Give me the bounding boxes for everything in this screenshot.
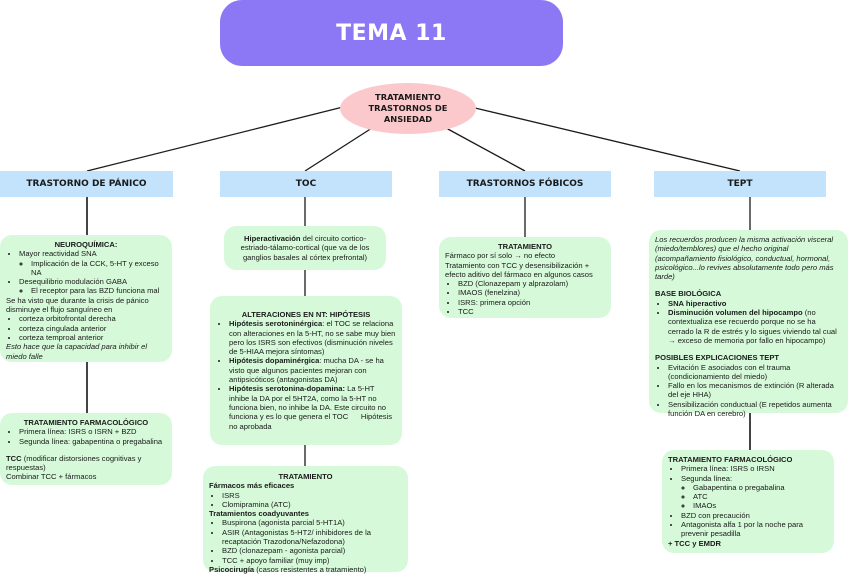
box-heading: TRATAMIENTO: [498, 242, 552, 251]
tcc-note: TCC (modificar distorsiones cognitivas y…: [6, 453, 142, 473]
connector-root-fobicos: [445, 127, 526, 172]
list-item: corteza cingulada anterior: [19, 324, 166, 333]
list-item: Antagonista alfa 1 por la noche para pre…: [681, 520, 828, 539]
category-label: TEPT: [727, 179, 753, 189]
box-text: Hiperactivación del circuito cortico-est…: [240, 234, 370, 262]
box-heading: BASE BIOLÓGICA: [655, 289, 722, 299]
list-item: TCC + apoyo familiar (muy imp): [222, 556, 402, 565]
list-item: Segunda línea: gabapentina o pregabalina: [19, 437, 166, 446]
fobicos-treatment-box: TRATAMIENTO Fármaco por sí solo → no efe…: [439, 237, 611, 318]
psychosurgery-note: Psicocirugía (casos resistentes a tratam…: [209, 564, 367, 574]
toc-treatment-box: TRATAMIENTO Fármacos más eficaces ISRS C…: [203, 466, 408, 574]
box-heading: TRATAMIENTO FARMACOLÓGICO: [668, 455, 793, 464]
list-subitem: El receptor para las BZD funciona mal: [31, 286, 166, 295]
list-subitem: ATC: [693, 492, 828, 501]
tept-treatment-box: TRATAMIENTO FARMACOLÓGICO Primera línea:…: [662, 450, 834, 553]
category-label: TRASTORNO DE PÁNICO: [26, 179, 147, 189]
panico-neuro-box: NEUROQUÍMICA: Mayor reactividad SNA Impl…: [0, 235, 172, 362]
box-conclusion: Esto hace que la capacidad para inhibir …: [6, 342, 147, 361]
list-item: Desequilibrio modulación GABA El recepto…: [19, 277, 166, 296]
list-item: ISRS: [222, 491, 402, 500]
list-item: IMAOS (fenelzina): [458, 288, 605, 297]
combine-note: Combinar TCC + fármacos: [6, 472, 97, 482]
page-title: TEMA 11: [336, 20, 447, 46]
group-heading: Fármacos más eficaces: [209, 481, 295, 491]
list-subitem: Implicación de la CCK, 5-HT y exceso NA: [31, 259, 166, 278]
list-item: ISRS: primera opción: [458, 298, 605, 307]
list-item: Hipótesis serotonina-dopamina: La 5-HT i…: [229, 384, 396, 430]
box-line: Tratamiento con TCC y desensibilización …: [445, 260, 593, 279]
list-item: corteza orbitofrontal derecha: [19, 314, 166, 323]
box-heading: ALTERACIONES EN NT: HIPÓTESIS: [241, 310, 371, 319]
box-line: Fármaco por sí solo → no efecto: [445, 251, 556, 261]
list-item: BZD (clonazepam - agonista parcial): [222, 546, 402, 555]
list-item: Disminución volumen del hipocampo (no co…: [668, 308, 842, 345]
box-heading: POSIBLES EXPLICACIONES TEPT: [655, 353, 780, 363]
list-item: ASIR (Antagonistas 5-HT2/ inhibidores de…: [222, 528, 402, 547]
box-heading: NEUROQUÍMICA:: [54, 240, 118, 249]
list-item: Clomipramina (ATC): [222, 500, 402, 509]
root-line-2: TRASTORNOS DE: [368, 103, 448, 113]
root-line-3: ANSIEDAD: [383, 114, 433, 124]
panico-treatment-box: TRATAMIENTO FARMACOLÓGICO Primera línea:…: [0, 413, 172, 485]
toc-hyper-box: Hiperactivación del circuito cortico-est…: [224, 226, 386, 270]
list-item: Hipótesis dopaminérgica: mucha DA - se h…: [229, 356, 396, 384]
box-heading: TRATAMIENTO FARMACOLÓGICO: [23, 418, 149, 427]
category-label: TOC: [295, 179, 317, 189]
list-item: Primera línea: ISRS o IRSN: [681, 464, 828, 473]
list-item: Segunda línea: Gabapentina o pregabalina…: [681, 474, 828, 511]
list-item: BZD (Clonazepam y alprazolam): [458, 279, 605, 288]
title-banner: TEMA 11: [220, 0, 563, 66]
list-item: corteza temproal anterior: [19, 333, 166, 342]
category-tept: TEPT: [654, 171, 826, 197]
category-panico: TRASTORNO DE PÁNICO: [0, 171, 173, 197]
toc-nt-box: ALTERACIONES EN NT: HIPÓTESIS Hipótesis …: [210, 296, 402, 445]
list-item: Fallo en los mecanismos de extinción (R …: [668, 381, 842, 400]
list-item: SNA hiperactivo: [668, 299, 842, 308]
list-item: BZD con precaución: [681, 511, 828, 520]
list-item: Primera línea: ISRS o ISRN + BZD: [19, 427, 166, 436]
list-item: Buspirona (agonista parcial 5-HT1A): [222, 518, 402, 527]
list-item: Hipótesis serotoninérgica: el TOC se rel…: [229, 319, 396, 356]
category-label: TRASTORNOS FÓBICOS: [466, 179, 584, 189]
list-subitem: Gabapentina o pregabalina: [693, 483, 828, 492]
extra-note: + TCC y EMDR: [668, 538, 721, 548]
connector-root-toc: [304, 127, 373, 172]
list-item: TCC: [458, 307, 605, 316]
box-paragraph: Se ha visto que durante la crisis de pán…: [6, 295, 149, 315]
connector-root-panico: [86, 106, 344, 172]
category-fobicos: TRASTORNOS FÓBICOS: [439, 171, 611, 197]
category-toc: TOC: [220, 171, 392, 197]
box-heading: TRATAMIENTO: [278, 472, 333, 481]
group-heading: Tratamientos coadyuvantes: [209, 509, 310, 519]
list-item: Evitación E asociados con el trauma (con…: [668, 363, 842, 382]
connector-root-tept: [474, 107, 741, 172]
list-subitem: IMAOs: [693, 501, 828, 510]
root-node: TRATAMIENTO TRASTORNOS DE ANSIEDAD: [340, 83, 476, 134]
root-line-1: TRATAMIENTO: [375, 92, 441, 102]
tept-intro: Los recuerdos producen la misma activaci…: [655, 235, 834, 282]
tept-info-box: Los recuerdos producen la misma activaci…: [649, 230, 848, 418]
list-item: Mayor reactividad SNA Implicación de la …: [19, 249, 166, 277]
list-item: Sensibilización conductual (E repetidos …: [668, 400, 842, 419]
